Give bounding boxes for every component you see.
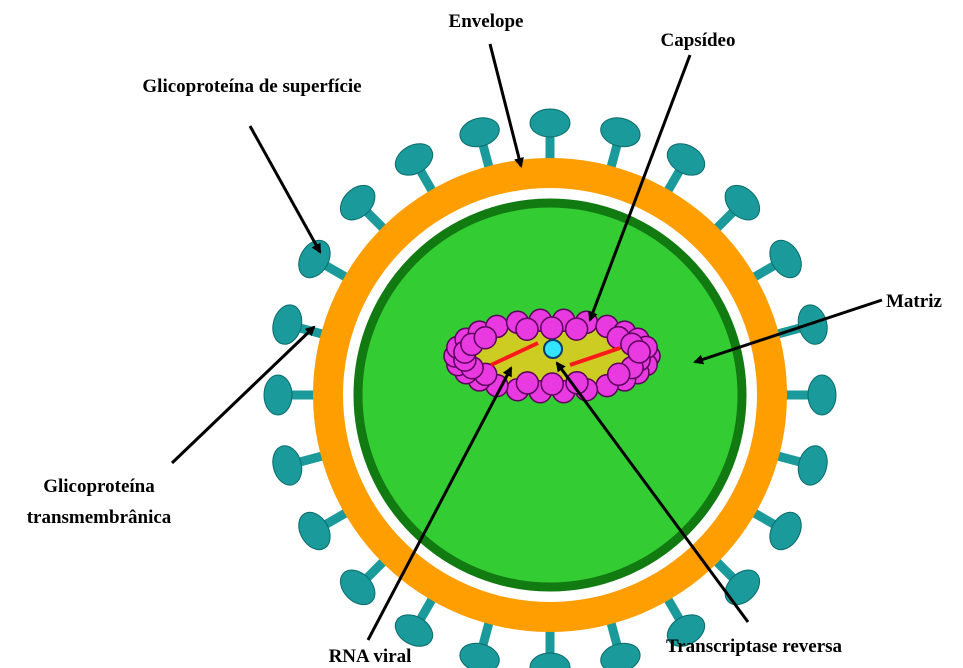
capsid-bead — [566, 318, 588, 340]
label-matrix: Matriz — [886, 291, 942, 312]
spike-head — [530, 653, 570, 668]
label-transmembrane-line1: Glicoproteína — [43, 476, 155, 497]
spike-head — [808, 375, 836, 415]
reverse-transcriptase-enzyme — [544, 340, 562, 358]
capsid-bead — [516, 318, 538, 340]
capsid-bead — [608, 363, 630, 385]
label-surface-glycoprotein: Glicoproteína de superfície — [142, 76, 361, 97]
capsid-bead — [474, 327, 496, 349]
capsid-bead — [628, 341, 650, 363]
label-viral-rna: RNA viral — [329, 646, 412, 667]
spike-head — [457, 639, 503, 668]
capsid-bead — [516, 372, 538, 394]
spike-head — [457, 114, 503, 151]
spike-head — [264, 375, 292, 415]
spike-head — [597, 639, 643, 668]
spike-head — [794, 302, 831, 348]
arrow-surface-glycoprotein — [250, 126, 320, 252]
label-reverse-transcriptase: Transcriptase reversa — [666, 636, 843, 657]
label-capsid: Capsídeo — [661, 30, 736, 51]
capsid-bead — [541, 373, 563, 395]
spike-head — [662, 137, 711, 181]
spike-head — [597, 114, 643, 151]
capsid — [444, 309, 660, 402]
capsid-bead — [541, 317, 563, 339]
spike-head — [530, 109, 570, 137]
spike-head — [390, 137, 439, 181]
spike-head — [794, 442, 831, 488]
label-transmembrane-line2: transmembrânica — [27, 507, 172, 528]
spike-head — [292, 507, 336, 556]
spike-head — [269, 442, 306, 488]
spike-head — [763, 507, 807, 556]
arrow-envelope — [490, 44, 521, 166]
label-envelope: Envelope — [449, 11, 524, 32]
spike-head — [763, 235, 807, 284]
